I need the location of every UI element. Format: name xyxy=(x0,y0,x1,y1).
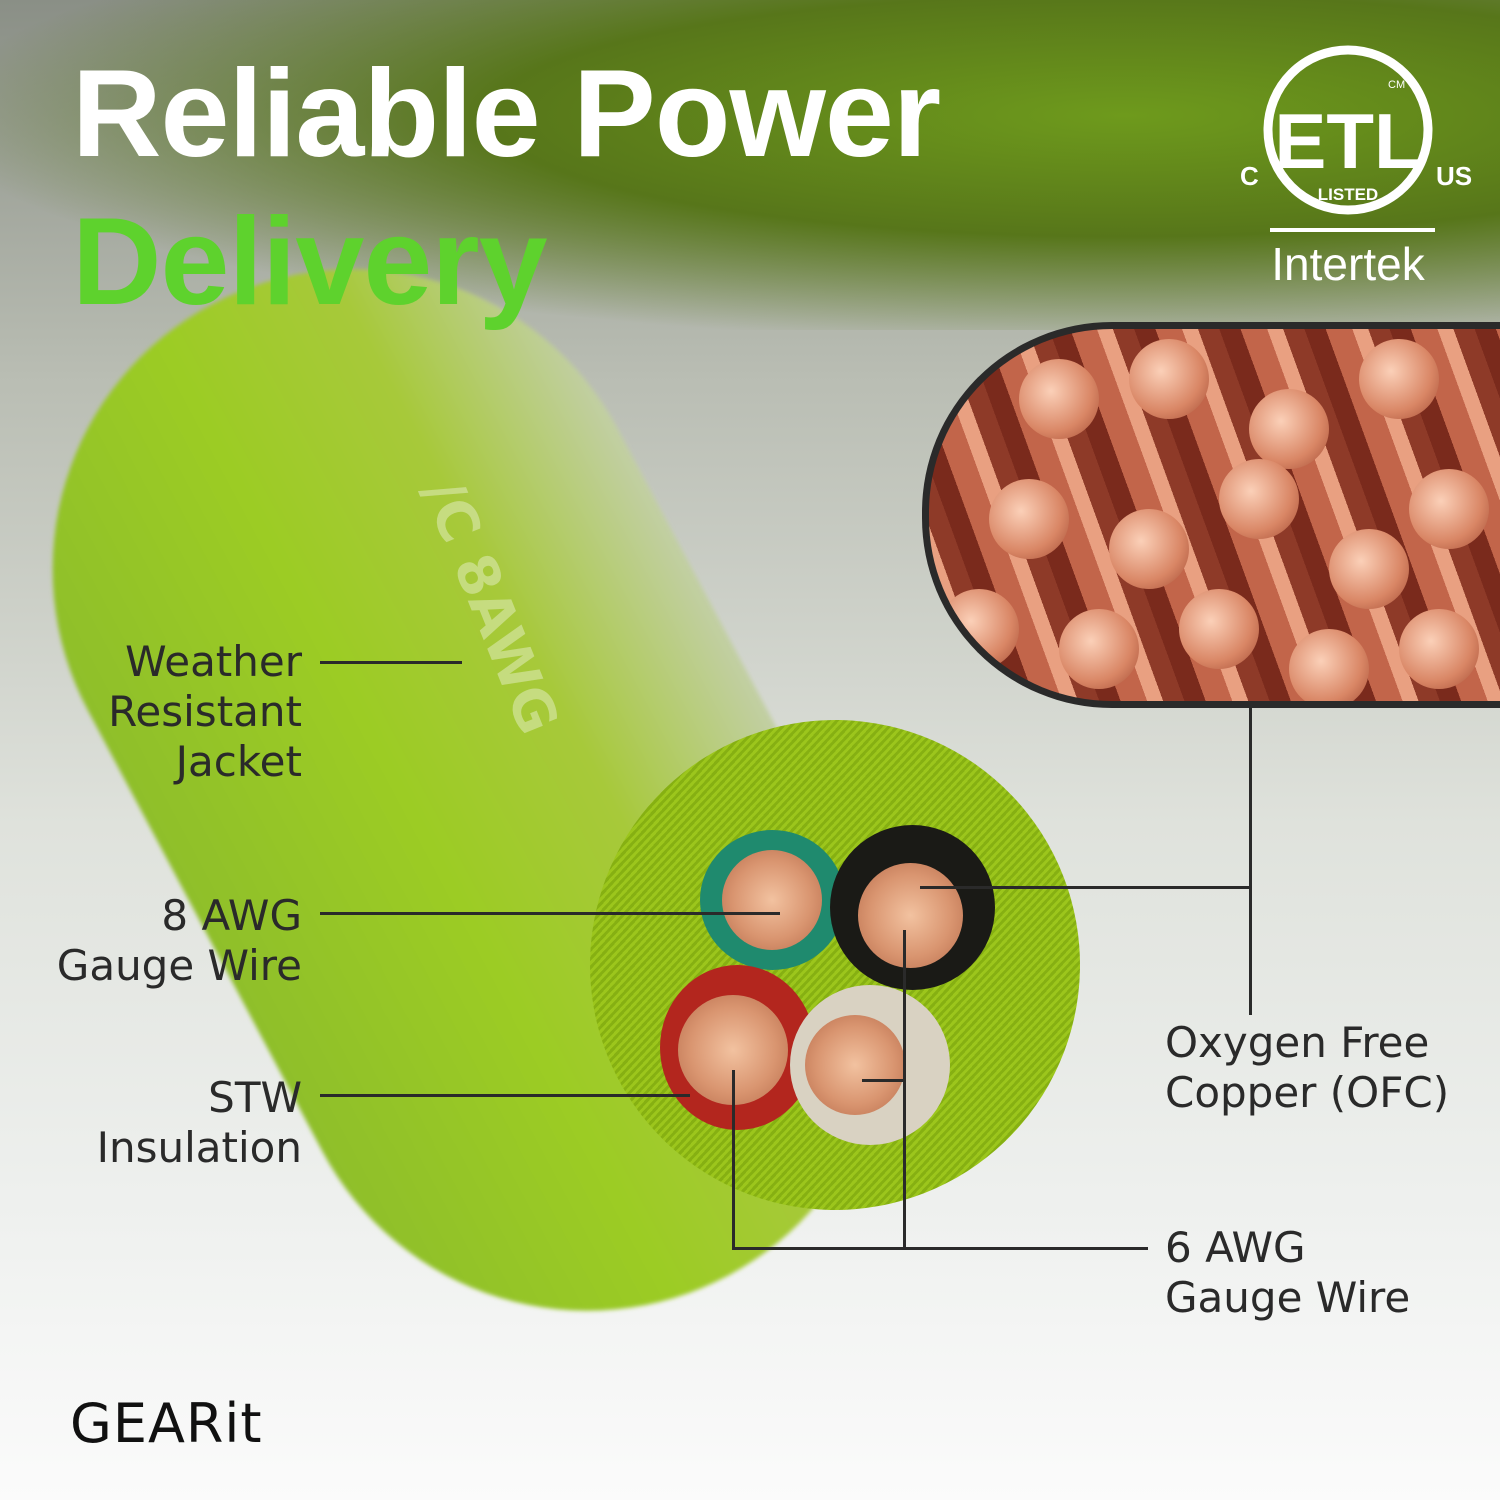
leader-line xyxy=(920,886,1252,889)
leader-line xyxy=(732,1070,735,1250)
headline-line2: Delivery xyxy=(72,193,548,331)
etl-cm: CM xyxy=(1388,79,1405,91)
callout-text: 8 AWG xyxy=(161,891,302,940)
callout-weather-jacket: Weather Resistant Jacket xyxy=(108,637,302,787)
callout-text: STW xyxy=(208,1073,302,1122)
callout-stw: STW Insulation xyxy=(97,1073,302,1173)
core-green xyxy=(700,830,845,970)
core-white xyxy=(790,985,950,1145)
leader-line xyxy=(320,912,780,915)
etl-c: C xyxy=(1240,161,1259,191)
leader-line xyxy=(862,1079,906,1082)
callout-text: Insulation xyxy=(96,1123,302,1172)
callout-ofc: Oxygen Free Copper (OFC) xyxy=(1165,1018,1449,1118)
callout-text: Oxygen Free xyxy=(1165,1018,1430,1067)
callout-text: Resistant xyxy=(108,687,302,736)
callout-6awg: 6 AWG Gauge Wire xyxy=(1165,1223,1410,1323)
etl-listed: LISTED xyxy=(1318,185,1378,204)
copper-strands-inset xyxy=(922,322,1500,708)
etl-us: US xyxy=(1436,161,1472,191)
callout-text: Gauge Wire xyxy=(1165,1273,1411,1322)
etl-mark: ETL xyxy=(1274,97,1421,185)
callout-text: Jacket xyxy=(175,737,302,786)
gearit-logo: GEARit xyxy=(70,1392,263,1455)
callout-text: 6 AWG xyxy=(1165,1223,1306,1272)
callout-8awg: 8 AWG Gauge Wire xyxy=(57,891,302,991)
leader-line xyxy=(320,661,462,664)
callout-text: Weather xyxy=(125,637,302,686)
callout-text: Copper (OFC) xyxy=(1165,1068,1450,1117)
headline-line1: Reliable Power xyxy=(72,45,941,183)
etl-listed-logo: ETL CM LISTED C US Intertek xyxy=(1240,40,1490,300)
core-black xyxy=(830,825,995,990)
etl-intertek: Intertek xyxy=(1271,238,1425,290)
callout-text: Gauge Wire xyxy=(56,941,302,990)
background-green-band xyxy=(0,0,1500,330)
leader-line xyxy=(1249,705,1252,1015)
leader-line xyxy=(733,1247,1148,1250)
leader-line xyxy=(903,930,906,1250)
core-red xyxy=(660,965,815,1130)
leader-line xyxy=(320,1094,690,1097)
